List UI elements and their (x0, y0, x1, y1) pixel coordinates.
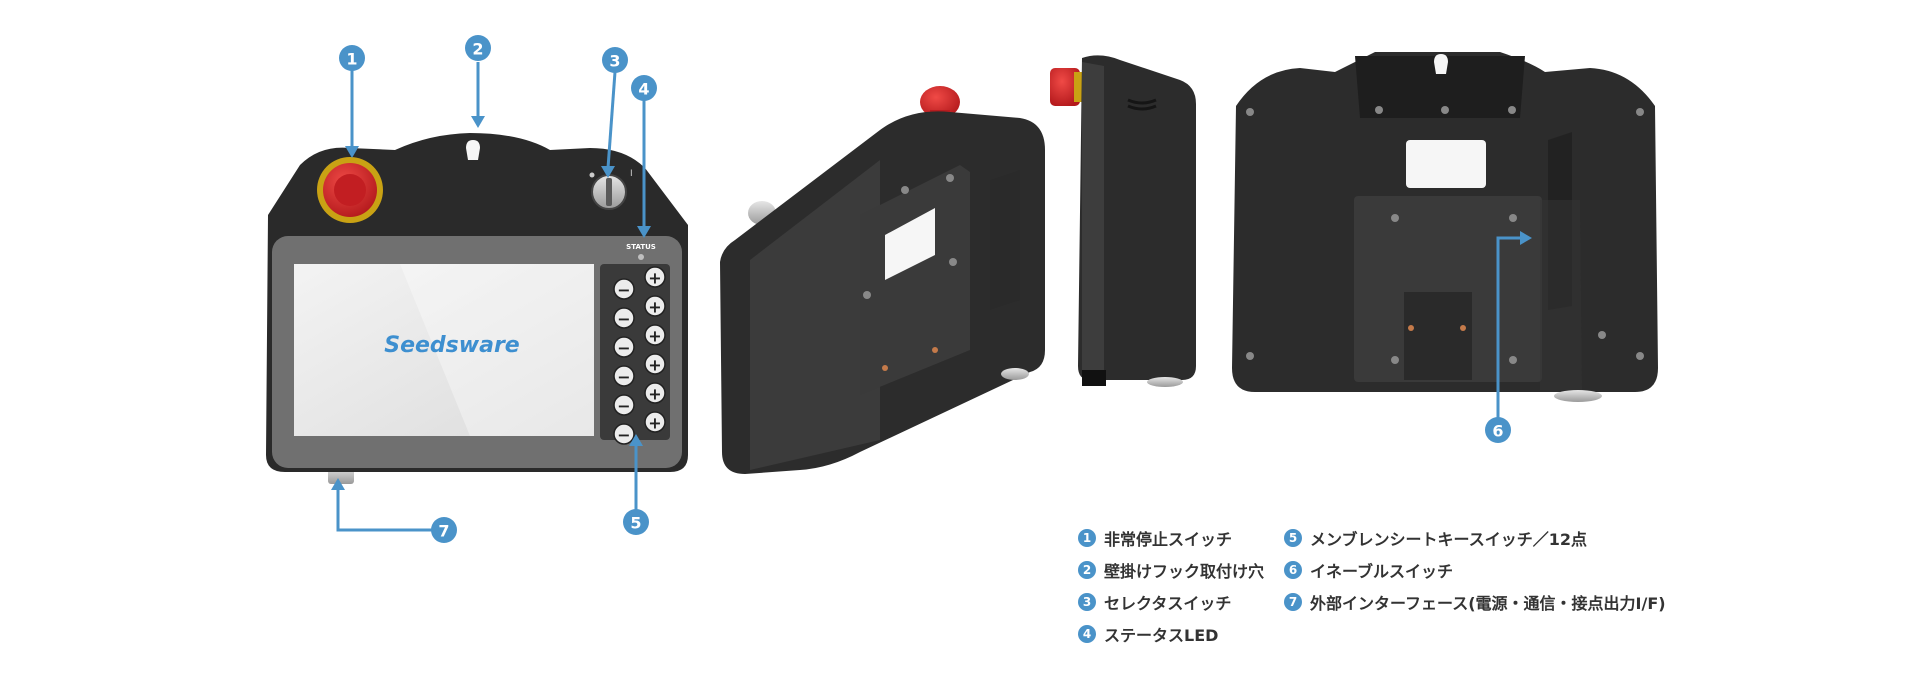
membrane-key-symbol: − (617, 426, 630, 445)
legend-number: 3 (1078, 593, 1096, 611)
membrane-key-symbol: − (617, 339, 630, 358)
legend-number: 2 (1078, 561, 1096, 579)
front-view: I STATUS −+−+−+−+−+−+ Seedsware (266, 133, 688, 484)
membrane-keys: −+−+−+−+−+−+ (613, 266, 666, 445)
membrane-key-plus[interactable] (644, 382, 666, 404)
membrane-key-symbol: + (648, 385, 661, 404)
membrane-key-symbol: + (648, 414, 661, 433)
membrane-key-minus[interactable] (613, 365, 635, 387)
legend-item-7: 7 外部インターフェース(電源・通信・接点出力I/F) (1284, 590, 1666, 614)
membrane-key-minus[interactable] (613, 336, 635, 358)
legend: 1 非常停止スイッチ 2 壁掛けフック取付け穴 3 セレクタスイッチ 4 ステー… (1078, 518, 1698, 658)
back-view (1232, 52, 1658, 402)
membrane-key-minus[interactable] (613, 423, 635, 445)
legend-item-1: 1 非常停止スイッチ (1078, 526, 1232, 550)
membrane-key-symbol: − (617, 397, 630, 416)
callout-number: 1 (346, 50, 357, 69)
membrane-key-plus[interactable] (644, 295, 666, 317)
legend-label: 壁掛けフック取付け穴 (1104, 562, 1265, 581)
screen (294, 264, 594, 436)
membrane-key-symbol: − (617, 281, 630, 300)
legend-item-5: 5 メンブレンシートキースイッチ／12点 (1284, 526, 1587, 550)
callout-number: 3 (609, 52, 620, 71)
callout-number: 5 (630, 514, 641, 533)
membrane-key-symbol: − (617, 368, 630, 387)
membrane-key-plus[interactable] (644, 266, 666, 288)
callout-markers: 1 2 34 5 6 7 (339, 35, 1511, 543)
brand-logo: Seedsware (384, 333, 520, 358)
legend-label: ステータスLED (1104, 626, 1219, 645)
svg-text:I: I (630, 169, 633, 179)
membrane-key-symbol: + (648, 269, 661, 288)
angled-plate-window (885, 208, 935, 280)
membrane-key-symbol: + (648, 327, 661, 346)
emergency-stop-button[interactable] (317, 157, 383, 223)
emergency-stop-profile (1050, 68, 1080, 106)
callout-marker-7 (431, 517, 457, 543)
membrane-key-minus[interactable] (613, 307, 635, 329)
membrane-key-plus[interactable] (644, 353, 666, 375)
callout-lines (336, 62, 1522, 532)
hook-slot (466, 140, 480, 160)
back-plate (1354, 196, 1542, 382)
callout-number: 2 (472, 40, 483, 59)
callout-number: 7 (438, 522, 449, 541)
legend-item-3: 3 セレクタスイッチ (1078, 590, 1231, 614)
legend-number: 4 (1078, 625, 1096, 643)
callout-marker-4 (631, 75, 657, 101)
legend-label: セレクタスイッチ (1104, 594, 1232, 613)
legend-number: 1 (1078, 529, 1096, 547)
membrane-key-symbol: − (617, 310, 630, 329)
membrane-key-plus[interactable] (644, 411, 666, 433)
membrane-key-minus[interactable] (613, 278, 635, 300)
callout-number: 4 (638, 80, 649, 99)
legend-number: 6 (1284, 561, 1302, 579)
callout-marker-5 (623, 509, 649, 535)
legend-item-6: 6 イネーブルスイッチ (1284, 558, 1453, 582)
membrane-key-minus[interactable] (613, 394, 635, 416)
angled-back-plate (860, 165, 970, 395)
legend-label: メンブレンシートキースイッチ／12点 (1310, 530, 1587, 549)
callout-marker-1 (339, 45, 365, 71)
back-cable-window (1406, 140, 1486, 188)
selector-switch[interactable]: I (589, 169, 633, 210)
status-led (638, 254, 644, 260)
status-label: STATUS (626, 243, 656, 251)
callout-marker-3 (602, 47, 628, 73)
legend-item-2: 2 壁掛けフック取付け穴 (1078, 558, 1264, 582)
angled-rear-view (720, 86, 1045, 474)
legend-number: 5 (1284, 529, 1302, 547)
profile-view (1050, 55, 1196, 387)
profile-body (1078, 55, 1196, 381)
back-label-area (1404, 292, 1472, 380)
membrane-key-symbol: + (648, 298, 661, 317)
callout-marker-2 (465, 35, 491, 61)
legend-label: 非常停止スイッチ (1104, 530, 1233, 549)
callout-arrowheads (331, 116, 1532, 490)
legend-label: イネーブルスイッチ (1310, 562, 1454, 581)
callout-number: 6 (1492, 422, 1503, 441)
legend-number: 7 (1284, 593, 1302, 611)
callout-marker-6 (1485, 417, 1511, 443)
back-hook-plate (1355, 56, 1525, 118)
membrane-key-plus[interactable] (644, 324, 666, 346)
membrane-key-symbol: + (648, 356, 661, 375)
legend-item-4: 4 ステータスLED (1078, 622, 1218, 646)
legend-label: 外部インターフェース(電源・通信・接点出力I/F) (1310, 594, 1666, 613)
